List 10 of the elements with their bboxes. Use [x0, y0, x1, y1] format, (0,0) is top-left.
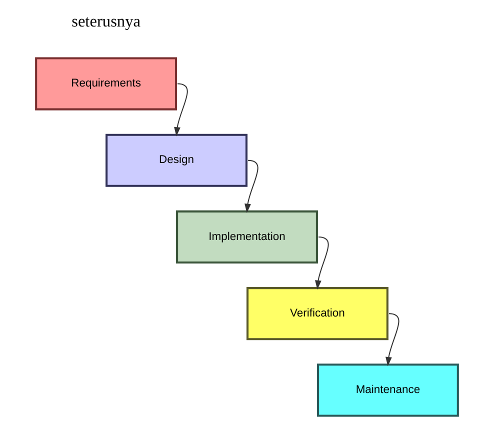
- arrow: [244, 160, 258, 213]
- node-box: Maintenance: [316, 364, 459, 417]
- node-box: Requirements: [35, 57, 178, 110]
- node-box: Design: [106, 134, 248, 187]
- arrow: [385, 313, 400, 366]
- label: seterusnya: [72, 11, 141, 30]
- arrow: [315, 236, 329, 290]
- node-box: Implementation: [176, 210, 318, 264]
- node-box: Verification: [246, 287, 388, 340]
- arrow: [174, 83, 188, 136]
